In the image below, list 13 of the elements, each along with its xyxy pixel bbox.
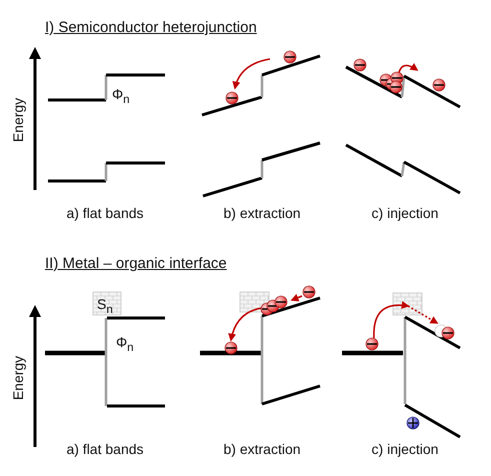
- panel-caption: b) extraction: [223, 205, 301, 221]
- axis-label: Energy: [10, 98, 26, 142]
- panel-caption: c) injection: [372, 441, 438, 457]
- symbol-label: Φ$_{n}$: [112, 86, 130, 108]
- section-heading: II) Metal – organic interface: [45, 256, 227, 272]
- panel-caption: b) extraction: [223, 441, 301, 457]
- section-heading: I) Semiconductor heterojunction: [45, 20, 257, 36]
- panel-caption: c) injection: [372, 205, 438, 221]
- panel-caption: a) flat bands: [66, 205, 144, 221]
- symbol-label: Φ$_{n}$: [116, 334, 134, 356]
- symbol-label: S$_{n}$: [97, 296, 113, 318]
- axis-label: Energy: [10, 356, 26, 400]
- panel-caption: a) flat bands: [66, 441, 144, 457]
